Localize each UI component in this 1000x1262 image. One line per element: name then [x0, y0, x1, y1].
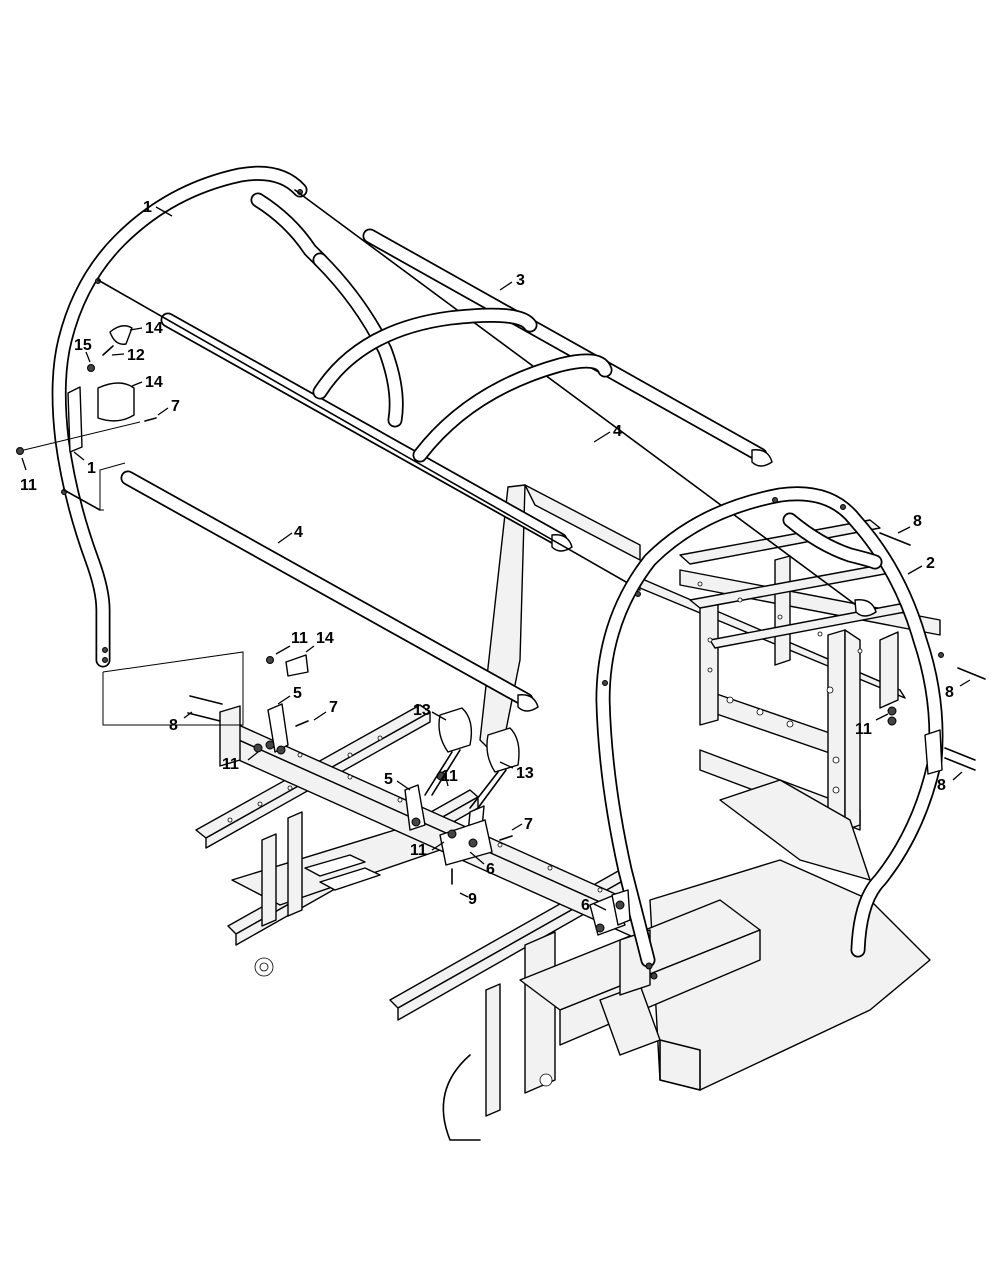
- callout-5a-text: 5: [293, 685, 302, 702]
- center-bracket: [404, 771, 493, 866]
- side-tube-item-4-front: [120, 470, 539, 712]
- callout-7c-text: 7: [524, 816, 533, 833]
- callout-14a: 14: [129, 320, 163, 337]
- callout-12-text: 12: [127, 347, 145, 364]
- upper-left-small-parts: [16, 325, 157, 455]
- callout-3-text: 3: [516, 272, 525, 289]
- callout-8c-text: 8: [945, 684, 954, 701]
- callout-11b-text: 11: [291, 630, 308, 647]
- callout-8a-text: 8: [913, 513, 922, 530]
- callout-8a: 8: [897, 513, 922, 534]
- callout-3: 3: [499, 272, 525, 291]
- callout-1b-text: 1: [87, 460, 96, 477]
- callout-13b: 13: [499, 761, 534, 782]
- callout-12: 12: [111, 347, 145, 364]
- callout-11f-text: 11: [855, 721, 872, 738]
- callout-7b-text: 7: [329, 699, 338, 716]
- callout-14a-text: 14: [145, 320, 163, 337]
- front-left-bracket: [253, 703, 289, 755]
- right-nut: [887, 706, 943, 775]
- callout-15: 15: [74, 337, 92, 363]
- rear-hoop-item-2: [595, 486, 944, 980]
- front-hoop-item-1: [51, 165, 308, 668]
- callout-4a-text: 4: [613, 423, 622, 440]
- callout-6a-text: 6: [486, 861, 495, 878]
- callout-5b: 5: [384, 771, 411, 791]
- mid-left-small-parts: [187, 654, 513, 841]
- callout-5b-text: 5: [384, 771, 393, 788]
- callout-8d-text: 8: [937, 777, 946, 794]
- callout-8b-text: 8: [169, 717, 178, 734]
- grab-handle-item-13: [424, 707, 520, 809]
- callout-11d: 11: [441, 768, 458, 787]
- callout-11e-text: 11: [410, 842, 427, 859]
- callout-4b-text: 4: [294, 524, 303, 541]
- callout-8b: 8: [169, 711, 193, 734]
- rear-rails: [63, 189, 861, 609]
- callout-1a-text: 1: [143, 199, 152, 216]
- callout-13b-text: 13: [516, 765, 534, 782]
- middle-bows: [312, 307, 613, 463]
- callout-13a-text: 13: [413, 702, 431, 719]
- callout-4b: 4: [277, 524, 303, 544]
- reference-outline: [99, 462, 244, 726]
- callout-1a: 1: [143, 199, 173, 217]
- upper-bow-item-3: [250, 192, 404, 428]
- callout-14c-text: 14: [316, 630, 334, 647]
- right-bolts: [451, 532, 986, 885]
- callout-6a: 6: [469, 851, 495, 878]
- callout-11a: 11: [20, 457, 37, 494]
- callout-2-text: 2: [926, 555, 935, 572]
- side-tube-item-4-upper: [362, 228, 773, 467]
- callout-5a: 5: [277, 685, 302, 705]
- callout-7c: 7: [511, 816, 533, 833]
- callout-6b: 6: [581, 897, 607, 914]
- callout-14c: 14: [305, 630, 334, 653]
- callout-14b: 14: [131, 374, 163, 391]
- frame-holes: [227, 581, 863, 823]
- callout-labels: 1 1 2 3 4 4 5 5 6 6 7 7 7 8 8 8 8 9 11 1…: [20, 199, 971, 914]
- callout-8c: 8: [945, 679, 971, 701]
- callout-11e: 11: [410, 841, 445, 859]
- callout-14b-text: 14: [145, 374, 163, 391]
- callout-2: 2: [907, 555, 935, 575]
- callout-11f: 11: [855, 713, 889, 738]
- callout-11b: 11: [275, 630, 308, 655]
- callout-15-text: 15: [74, 337, 92, 354]
- callout-9: 9: [459, 891, 477, 908]
- callout-11c: 11: [222, 751, 259, 773]
- callout-8d: 8: [937, 771, 963, 794]
- callout-1b: 1: [73, 451, 96, 477]
- callout-11d-text: 11: [441, 768, 458, 785]
- callout-11a-text: 11: [20, 477, 37, 494]
- callout-13a: 13: [413, 702, 447, 721]
- callout-7a-text: 7: [171, 398, 180, 415]
- callout-9-text: 9: [468, 891, 477, 908]
- callout-11c-text: 11: [222, 756, 239, 773]
- callout-7a: 7: [157, 398, 180, 416]
- callout-4a: 4: [593, 423, 622, 443]
- right-bracket: [589, 889, 631, 936]
- callout-6b-text: 6: [581, 897, 590, 914]
- callout-7b: 7: [313, 699, 338, 721]
